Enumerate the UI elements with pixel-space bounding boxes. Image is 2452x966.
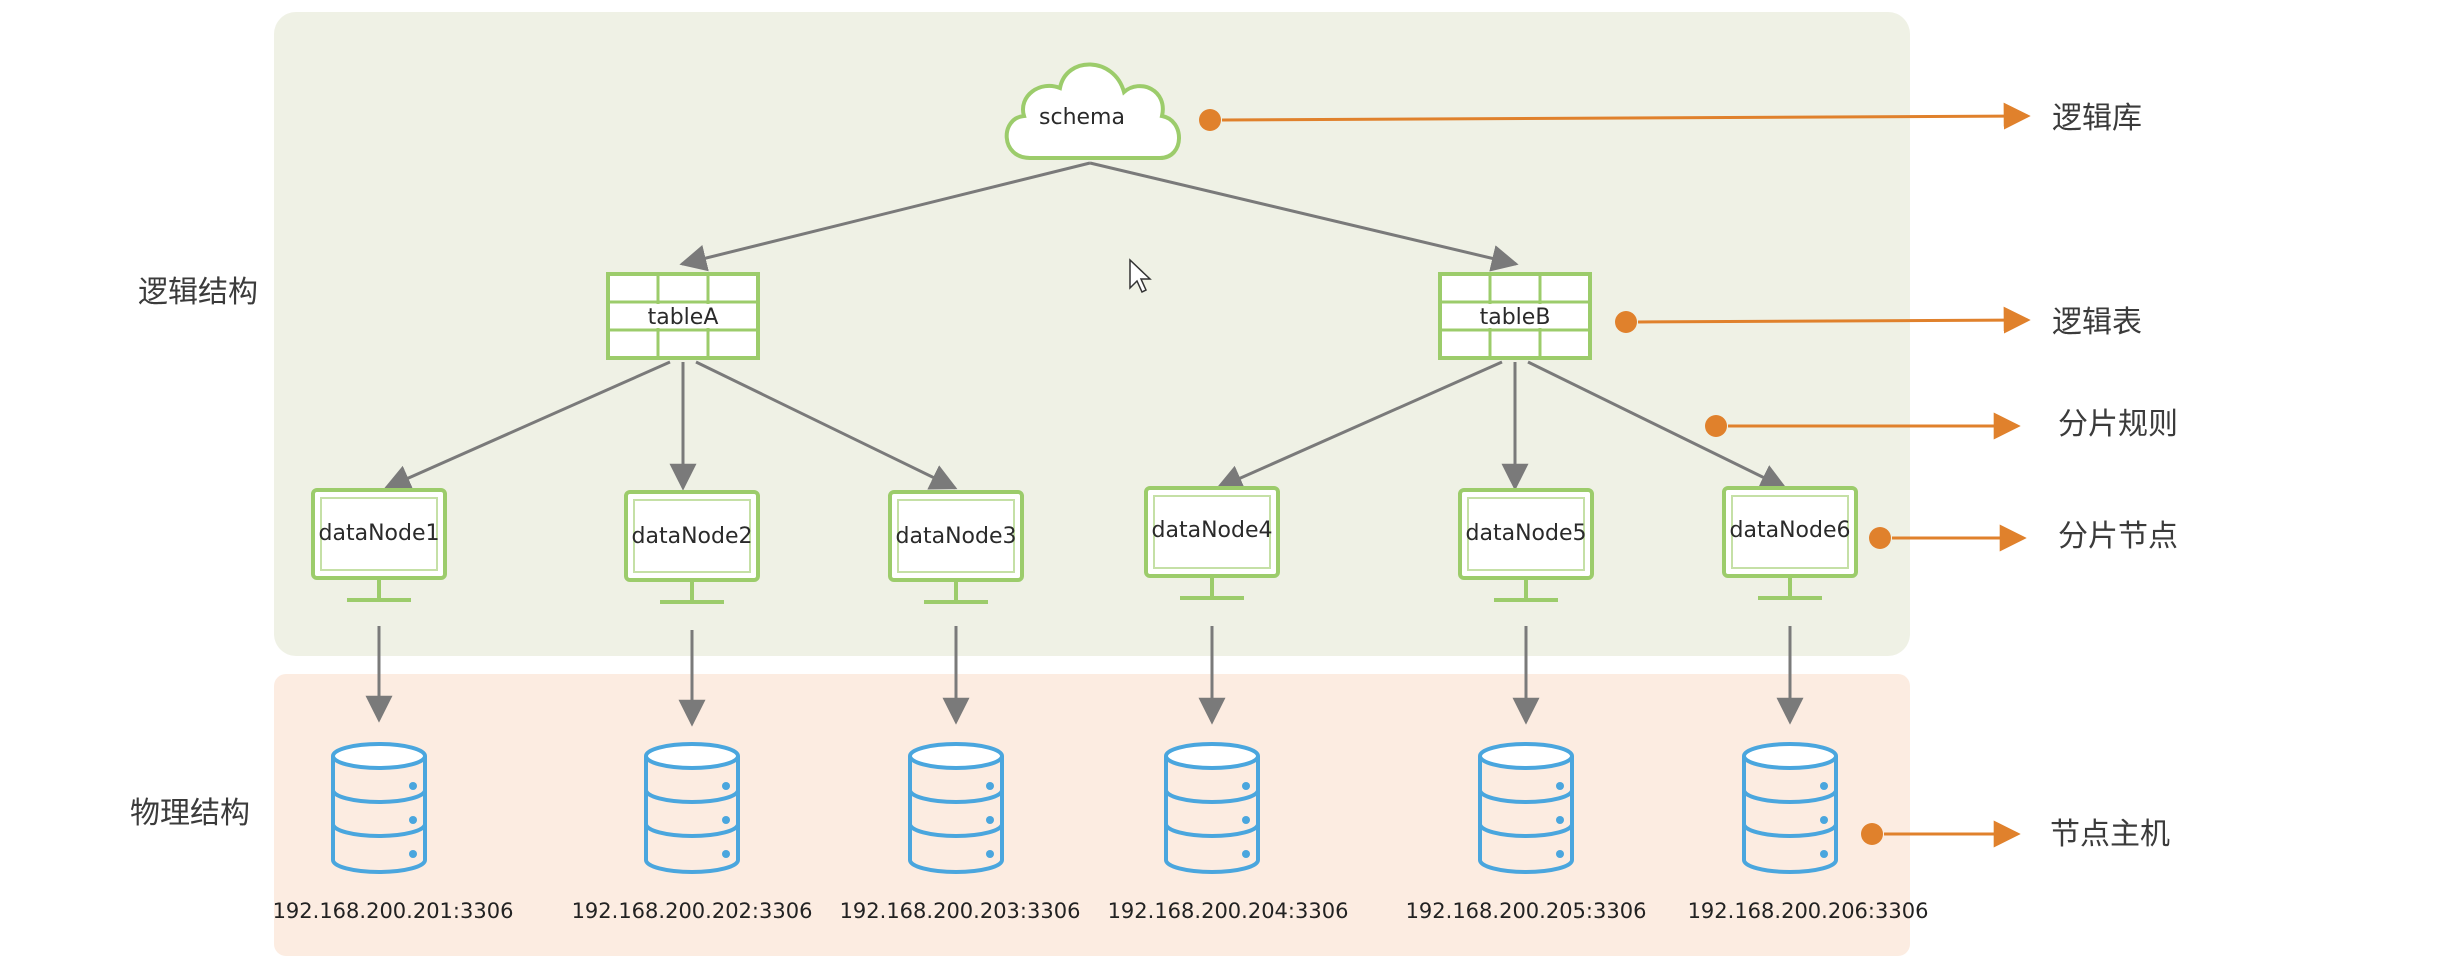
annotation-sharding-rule: 分片规则	[2058, 407, 2178, 442]
pointer-logical-table	[1615, 306, 2031, 334]
schema-cloud: schema	[1004, 62, 1181, 160]
logical-structure-label: 逻辑结构	[138, 275, 258, 310]
arrow-tableB-dn4	[1215, 360, 1503, 491]
data-node-6: dataNode6	[1722, 486, 1858, 600]
database-icon-2	[644, 742, 740, 874]
cursor-icon	[1129, 258, 1152, 294]
pointer-shard-node	[1869, 524, 2027, 552]
data-node-4: dataNode4	[1144, 486, 1280, 600]
schema-label: schema	[1039, 105, 1125, 130]
data-node-6-label: dataNode6	[1730, 518, 1851, 543]
host-address-1: 192.168.200.201:3306	[273, 899, 514, 923]
data-node-5-label: dataNode5	[1466, 521, 1587, 546]
host-address-6: 192.168.200.206:3306	[1688, 899, 1929, 923]
data-node-3: dataNode3	[888, 490, 1024, 604]
data-node-2: dataNode2	[624, 490, 760, 604]
annotation-shard-node: 分片节点	[2058, 519, 2178, 554]
table-a-icon: tableA	[606, 272, 760, 360]
table-a-label: tableA	[648, 305, 719, 330]
data-node-1: dataNode1	[311, 488, 447, 602]
pointer-logical-db	[1199, 102, 2031, 131]
host-address-3: 192.168.200.203:3306	[840, 899, 1081, 923]
arrow-tableA-dn1	[383, 360, 671, 491]
data-node-1-label: dataNode1	[319, 521, 440, 546]
table-b-label: tableB	[1480, 305, 1551, 330]
pointer-sharding-rule	[1705, 412, 2021, 440]
data-node-5: dataNode5	[1458, 488, 1594, 602]
annotation-logical-table: 逻辑表	[2052, 305, 2142, 340]
database-icon-3	[908, 742, 1004, 874]
host-address-2: 192.168.200.202:3306	[572, 899, 813, 923]
arrow-schema-tableA	[679, 161, 1091, 272]
arrow-schema-tableB	[1089, 161, 1519, 272]
host-address-4: 192.168.200.204:3306	[1108, 899, 1349, 923]
data-node-2-label: dataNode2	[632, 524, 753, 549]
table-b-icon: tableB	[1438, 272, 1592, 360]
arrow-tableA-dn3	[695, 360, 958, 490]
database-icon-4	[1164, 742, 1260, 874]
host-address-5: 192.168.200.205:3306	[1406, 899, 1647, 923]
data-node-3-label: dataNode3	[896, 524, 1017, 549]
pointer-node-host	[1861, 820, 2021, 848]
physical-structure-label: 物理结构	[130, 796, 250, 831]
database-icon-6	[1742, 742, 1838, 874]
arrow-tableB-dn6	[1527, 360, 1788, 490]
annotation-logical-db: 逻辑库	[2052, 101, 2142, 136]
database-icon-5	[1478, 742, 1574, 874]
database-icon-1	[331, 742, 427, 874]
data-node-4-label: dataNode4	[1152, 518, 1273, 543]
annotation-node-host: 节点主机	[2050, 817, 2170, 852]
physical-structure-panel	[274, 674, 1910, 956]
